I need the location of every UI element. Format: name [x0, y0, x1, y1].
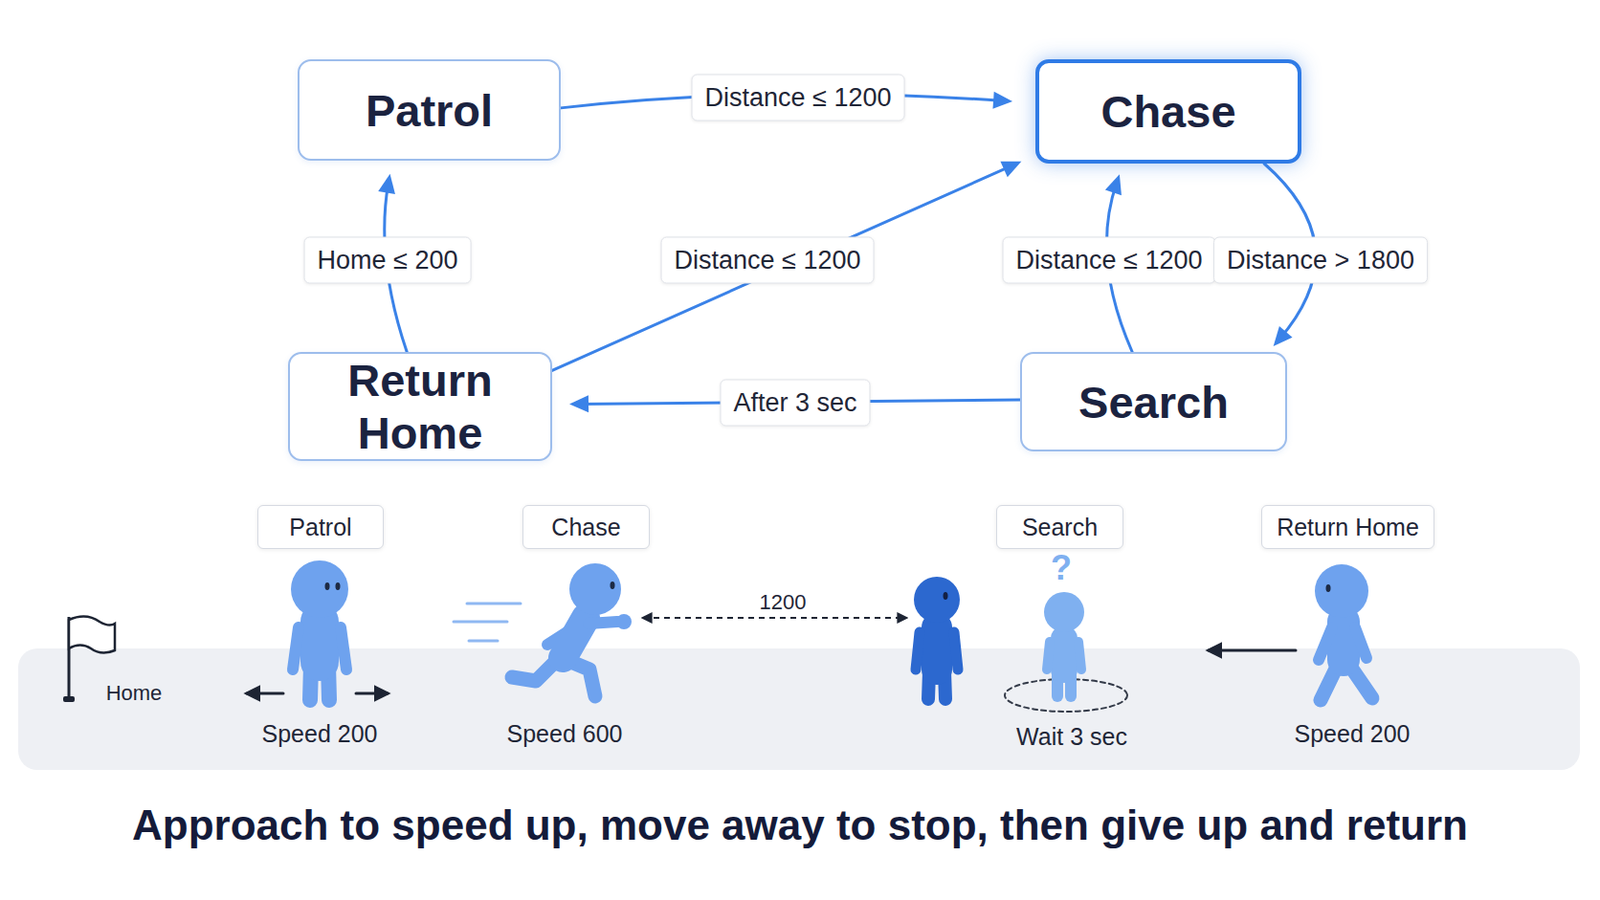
node-text: Chase	[551, 513, 621, 542]
transition-label: Home ≤ 200	[304, 237, 472, 285]
figure-arm	[588, 622, 618, 624]
flag-base	[63, 696, 75, 703]
figure-arm	[292, 627, 299, 670]
state-box: Return Home	[288, 352, 553, 462]
figure-arm	[915, 632, 920, 670]
move-arrow	[1208, 649, 1296, 653]
figure-torso	[562, 618, 586, 659]
state-tag: Chase	[522, 505, 650, 550]
figure-torso	[921, 627, 953, 670]
figure-arm	[340, 627, 347, 670]
patrol-figure	[246, 560, 388, 701]
wait-label: Wait 3 sec	[1016, 723, 1128, 752]
figure-head	[913, 577, 960, 623]
figure-arm	[954, 632, 958, 670]
transition-label: Distance ≤ 1200	[661, 237, 875, 285]
chase-figure	[453, 563, 632, 697]
speed-line	[468, 640, 498, 644]
distance-line	[643, 617, 907, 620]
arrow-head	[377, 174, 396, 195]
figure-eye	[1326, 584, 1332, 593]
node-text: Search	[1078, 376, 1229, 429]
move-arrow	[355, 692, 388, 696]
state-tag: Search	[996, 505, 1124, 550]
speed-line	[453, 621, 508, 624]
player-figure	[913, 577, 960, 700]
node-text: Patrol	[288, 513, 352, 542]
state-box: Search	[1020, 352, 1288, 452]
figure-fist	[616, 614, 632, 630]
figure-head	[1044, 592, 1085, 633]
node-text: Search	[1022, 513, 1098, 542]
diagram-caption: Approach to speed up, move away to stop,…	[0, 801, 1600, 850]
figure-arm	[1046, 642, 1050, 670]
figure-arm	[1355, 627, 1367, 659]
figure-arm	[1318, 627, 1333, 661]
node-text: Patrol	[365, 84, 493, 137]
move-arrow	[246, 692, 284, 696]
distance-label: 1200	[759, 590, 807, 616]
figure-head	[290, 560, 349, 619]
state-box: Patrol	[297, 59, 561, 161]
figure-eye	[325, 582, 331, 591]
search-figure	[1004, 592, 1128, 712]
state-transition	[552, 161, 1022, 372]
speed-label: Speed 200	[1294, 720, 1411, 749]
arrow-head	[1273, 326, 1293, 347]
node-text: Return Home	[289, 354, 551, 460]
figure-torso	[300, 622, 339, 663]
figure-eye	[610, 581, 616, 590]
place-label: Home	[106, 681, 163, 707]
figure-arm	[1078, 642, 1082, 670]
state-box: Chase	[1035, 59, 1302, 164]
node-text: Chase	[1100, 85, 1236, 138]
arrow-head	[1105, 174, 1122, 196]
transition-label: Distance ≤ 1200	[1002, 237, 1217, 285]
arrow-head	[992, 91, 1013, 110]
transition-label: Distance ≤ 1200	[691, 74, 906, 122]
figure-head	[569, 563, 622, 616]
speed-line	[466, 602, 521, 606]
question-mark: ?	[1050, 548, 1072, 589]
speed-label: Speed 600	[507, 720, 623, 749]
return-figure	[1208, 564, 1373, 701]
figure-torso	[1050, 639, 1078, 670]
transition-label: Distance > 1800	[1213, 237, 1428, 285]
transition-line	[552, 165, 1013, 372]
state-tag: Patrol	[257, 505, 384, 550]
figure-head	[1314, 564, 1369, 619]
node-text: Return Home	[1276, 513, 1420, 542]
figure-eye	[335, 582, 341, 591]
figure-eye	[943, 592, 949, 600]
state-tag: Return Home	[1261, 505, 1435, 550]
arrow-head	[1000, 161, 1022, 178]
transition-label: After 3 sec	[719, 379, 870, 427]
flag-cloth	[68, 616, 115, 653]
arrow-head	[569, 395, 589, 413]
speed-label: Speed 200	[262, 720, 378, 749]
